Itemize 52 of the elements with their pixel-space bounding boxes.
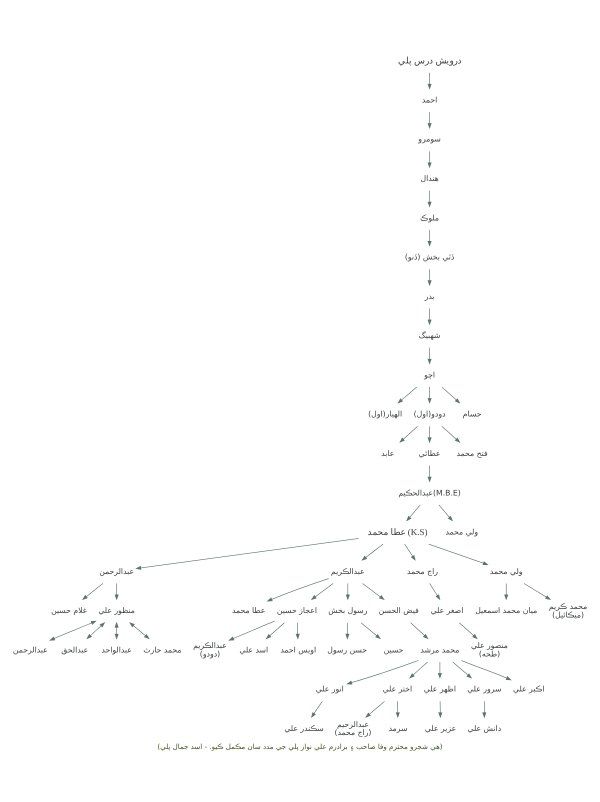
arrow	[86, 622, 106, 639]
arrow	[310, 582, 334, 600]
arrow	[452, 661, 472, 678]
arrow	[360, 622, 381, 639]
arrow	[365, 700, 385, 718]
arrow	[461, 660, 512, 680]
arrow	[409, 661, 428, 678]
arrow	[428, 543, 489, 565]
arrow	[404, 543, 416, 560]
arrow	[438, 661, 442, 678]
arrow	[504, 582, 508, 600]
arrow	[399, 426, 418, 442]
arrow	[428, 190, 432, 208]
arrow	[345, 622, 350, 640]
arrow	[428, 229, 432, 246]
arrow	[428, 464, 432, 482]
arrow	[82, 582, 104, 600]
arrow	[266, 578, 330, 601]
arrow	[228, 620, 275, 640]
arrow	[266, 622, 285, 639]
arrow	[438, 700, 442, 718]
arrow	[428, 150, 432, 168]
arrow	[129, 622, 150, 639]
arrow	[428, 72, 432, 90]
arrow	[428, 111, 432, 128]
arrow	[458, 622, 478, 639]
arrow	[396, 700, 400, 718]
arrow	[442, 386, 460, 404]
arrow	[482, 700, 486, 718]
arrow	[428, 426, 432, 443]
arrow	[397, 386, 418, 404]
arrow	[296, 622, 300, 640]
arrow	[311, 700, 323, 718]
arrow	[346, 660, 419, 684]
arrow	[49, 620, 97, 640]
arrow	[428, 268, 432, 286]
arrow	[442, 426, 460, 442]
arrow	[114, 582, 119, 600]
arrow	[429, 582, 440, 600]
arrow	[346, 582, 350, 600]
node-text: عطا محمد (K.S)	[367, 526, 428, 536]
arrow	[438, 504, 454, 522]
arrow	[361, 543, 384, 560]
arrow	[428, 346, 432, 364]
arrow	[135, 538, 359, 570]
arrow	[428, 308, 432, 325]
arrow	[524, 582, 552, 600]
arrow	[406, 504, 421, 522]
arrow	[410, 622, 429, 639]
arrow	[362, 582, 385, 600]
arrow	[428, 386, 432, 404]
node-text: درويش درس پلي	[398, 55, 462, 66]
